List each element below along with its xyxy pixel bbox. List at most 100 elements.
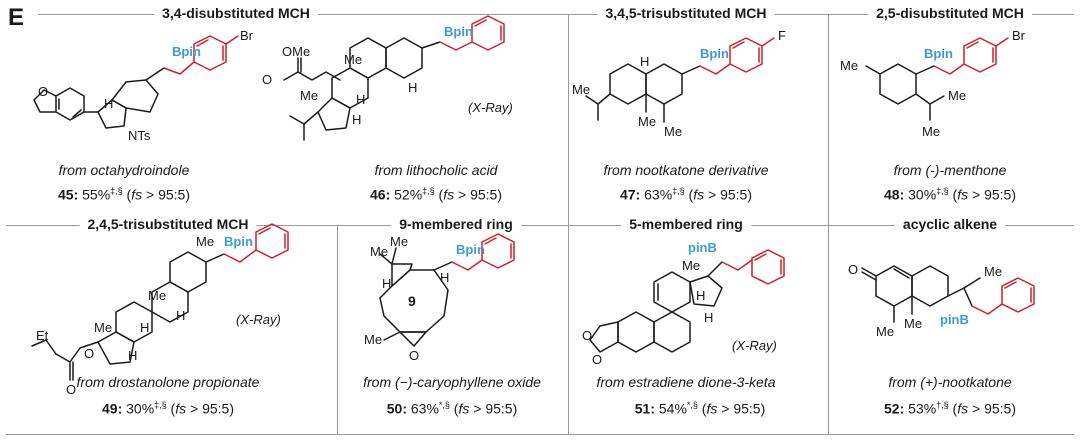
atom-o-49a: O [66,382,76,397]
footnote-marks-49: ‡,§ [154,400,167,410]
yield-value-46: 52% [394,186,423,203]
header-2-5-disubstituted: 2,5-disubstituted MCH [868,5,1032,21]
fs-label-45: fs [131,186,143,203]
atom-me-48b: Me [948,88,966,103]
phenyl-ring-49 [255,223,289,259]
fs-label-47: fs [693,186,705,203]
xray-label-49: (X-Ray) [236,312,281,327]
yield-46: 46: 52%‡,§ (fs > 95:5) [369,186,503,203]
header-3-4-disubstituted: 3,4-disubstituted MCH [154,5,318,21]
column-rule-1 [568,14,569,225]
column-rule-4 [568,225,569,434]
panel-letter: E [8,4,25,31]
source-49: from drostanolone propionate [76,374,260,390]
footnote-marks-48: ‡,§ [936,186,949,196]
footnote-marks-50: *,§ [438,400,450,410]
fs-label-50: fs [458,400,470,417]
fs-label-49: fs [175,400,187,417]
header-5-membered-ring: 5-membered ring [621,216,751,232]
yield-52: 52: 53%†,§ (fs > 95:5) [883,400,1017,417]
dioxolane-ring [589,321,619,353]
yield-50: 50: 63%*,§ (fs > 95:5) [386,400,518,417]
ring-b-46 [385,37,423,79]
decalin-ring [911,265,949,307]
structure-48: Me Me Me Bpin Br [840,28,1026,139]
epoxide-ring [399,331,427,347]
yield-value-47: 63% [644,186,673,203]
fs-value-49: > 95:5 [190,400,230,417]
yield-value-48: 30% [908,186,937,203]
atom-o-51a: O [582,328,592,343]
ring-size-label: 9 [408,293,416,309]
atom-br-48: Br [1012,28,1026,43]
atom-h-46a: H [356,92,365,107]
bpin-label-45: Bpin [172,44,201,59]
atom-me-52c: Me [984,264,1002,279]
atom-ome-46: OMe [282,44,310,59]
atom-o-49b: O [84,346,94,361]
source-50: from (−)-caryophyllene oxide [363,374,541,390]
yield-value-51: 54% [658,400,687,417]
cyclobutane-ring [391,263,413,287]
atom-me-46b: Me [300,88,318,103]
yield-value-45: 55% [82,186,111,203]
bpin-label-48: Bpin [924,46,953,61]
yield-48: 48: 30%‡,§ (fs > 95:5) [883,186,1017,203]
fs-label-51: fs [706,400,718,417]
top-rule [38,14,1074,15]
fs-label-46: fs [443,186,455,203]
compound-number-50: 50: [386,400,407,417]
pinb-label-52: pinB [940,312,969,327]
column-rule-5 [828,225,829,434]
fs-label-52: fs [957,400,969,417]
atom-o-51b: O [592,352,602,367]
footnote-marks-45: ‡,§ [110,186,123,196]
atom-h-51a: H [696,288,705,303]
phenyl-ring-52 [1001,277,1035,313]
bpin-label-46: Bpin [444,24,473,39]
atom-me-50a: Me [370,244,388,259]
atom-me-50b: Me [390,234,408,249]
compound-number-48: 48: [883,186,905,203]
header-2-4-5-trisubstituted: 2,4,5-trisubstituted MCH [79,216,257,232]
yield-value-52: 53% [908,400,937,417]
atom-h-49a: H [140,320,149,335]
compound-number-51: 51: [634,400,655,417]
source-47: from nootkatone derivative [603,162,769,178]
bpin-label-49: Bpin [224,234,253,249]
phenyl-ring-51 [751,249,785,285]
phenyl-ring-46 [471,15,505,51]
atom-h-45: H [104,96,113,111]
structure-50: Me Me Me H H O 9 Bpin [364,233,515,363]
atom-me-51: Me [682,258,700,273]
pyrrolidine-ring [97,99,127,129]
header-3-4-5-trisubstituted: 3,4,5-trisubstituted MCH [597,5,775,21]
yield-value-50: 63% [410,400,439,417]
middle-rule [6,225,1074,226]
structure-47: H Me Me Me Bpin F [572,28,786,139]
fs-value-50: > 95:5 [473,400,513,417]
ring-d-49 [97,331,135,365]
source-48: from (-)-menthone [893,162,1007,178]
atom-me-49b: Me [148,288,166,303]
atom-f-47: F [778,28,786,43]
atom-et-49: Et [36,328,49,343]
compound-number-45: 45: [57,186,79,203]
atom-o-52: O [848,262,858,277]
ring-d-51 [689,275,723,307]
atom-me-50c: Me [364,332,382,347]
compound-number-46: 46: [369,186,391,203]
fs-label-48: fs [957,186,969,203]
atom-h-46c: H [352,112,361,127]
atom-me-47a: Me [572,82,590,97]
source-46: from lithocholic acid [374,162,498,178]
atom-me-48c: Me [922,124,940,139]
atom-h-49b: H [176,308,185,323]
atom-h-50b: H [440,270,449,285]
fs-value-45: > 95:5 [146,186,186,203]
yield-45: 45: 55%‡,§ (fs > 95:5) [57,186,191,203]
structure-45: H NTs O Bpin Br [33,28,254,143]
yield-47: 47: 63%‡,§ (fs > 95:5) [619,186,753,203]
footnote-marks-46: ‡,§ [422,186,435,196]
footnote-marks-47: ‡,§ [672,186,685,196]
